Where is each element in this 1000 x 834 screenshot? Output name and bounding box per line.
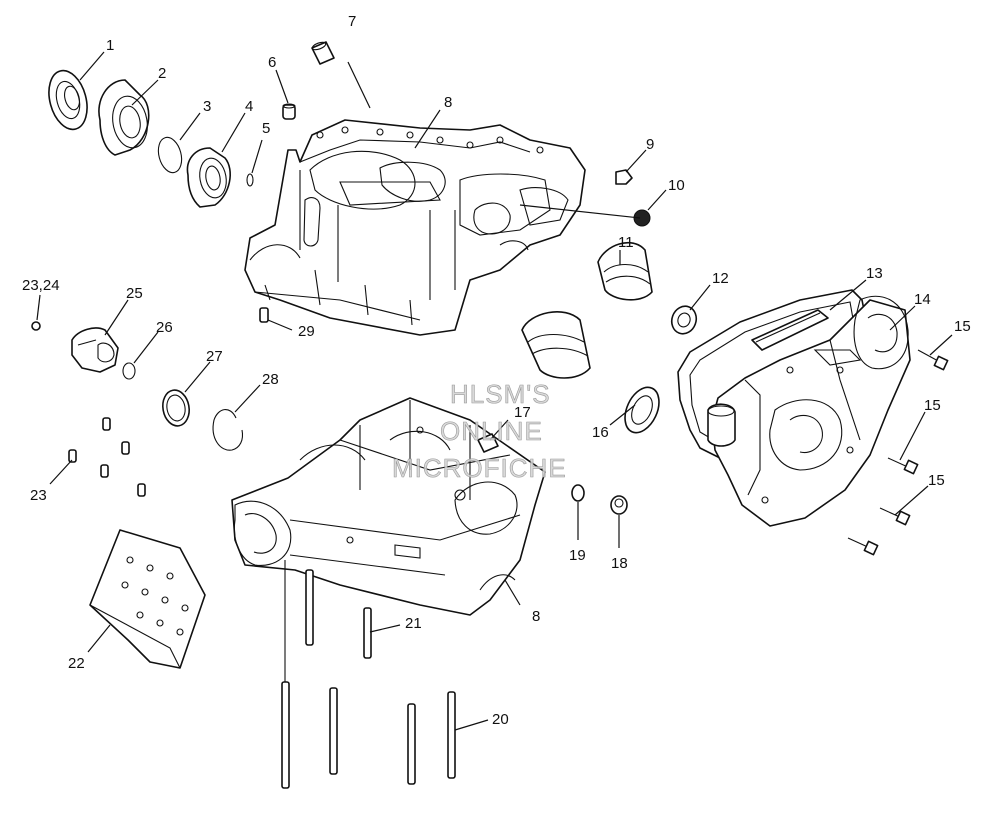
upper-crankcase-part — [244, 119, 586, 336]
callout-labels: 1 2 3 4 5 6 7 8 9 10 11 12 13 14 15 15 1… — [22, 13, 971, 728]
callout-13: 13 — [866, 265, 883, 282]
circlip-part — [212, 409, 244, 451]
callout-23: 23 — [30, 487, 47, 504]
lower-crankcase-part — [231, 397, 546, 616]
case-bolts-part — [281, 560, 456, 789]
watermark-line-3: MICROFICHE — [392, 453, 567, 483]
watermark: HLSM'S ONLINE MICROFICHE — [392, 379, 567, 484]
drain-plug-part — [610, 495, 628, 515]
callout-26: 26 — [156, 319, 173, 336]
callout-5: 5 — [262, 120, 270, 137]
callout-19: 19 — [569, 547, 586, 564]
callout-21: 21 — [405, 615, 422, 632]
o-ring-part-26 — [122, 362, 136, 380]
callout-25: 25 — [126, 285, 143, 302]
callout-1: 1 — [106, 37, 114, 54]
cover-bolts-part — [847, 349, 949, 556]
washer-part — [670, 305, 698, 335]
nut-part — [615, 169, 633, 185]
small-screws-part — [68, 417, 146, 497]
dowel-pin-part — [282, 103, 296, 120]
stator-cover-part — [707, 295, 911, 527]
callout-17: 17 — [514, 404, 531, 421]
snap-ring-part — [157, 136, 183, 174]
callout-15-c: 15 — [928, 472, 945, 489]
o-ring-part — [246, 173, 254, 187]
callout-22: 22 — [68, 655, 85, 672]
leader-lines — [36, 51, 953, 731]
callout-28: 28 — [262, 371, 279, 388]
main-bearing-part-11 — [597, 241, 653, 301]
dowel-pin-part-29 — [259, 307, 269, 323]
callout-27: 27 — [206, 348, 223, 365]
callout-15-a: 15 — [954, 318, 971, 335]
watermark-line-2: ONLINE — [440, 416, 543, 446]
callout-16: 16 — [592, 424, 609, 441]
callout-7: 7 — [348, 13, 356, 30]
callout-6: 6 — [268, 54, 276, 71]
callout-11: 11 — [618, 234, 634, 251]
callout-2: 2 — [158, 65, 166, 82]
skid-plate-part — [89, 529, 206, 669]
bearing-part-4 — [186, 147, 231, 208]
callout-9: 9 — [646, 136, 654, 153]
main-bearing-part-lower — [521, 311, 591, 379]
callout-3: 3 — [203, 98, 211, 115]
dowel-pin-part-7 — [311, 41, 335, 65]
callout-23-24: 23,24 — [22, 277, 60, 294]
callout-15-b: 15 — [924, 397, 941, 414]
callout-14: 14 — [914, 291, 931, 308]
screw-part-24 — [31, 321, 41, 331]
callout-18: 18 — [611, 555, 628, 572]
callout-10: 10 — [668, 177, 685, 194]
watermark-line-1: HLSM'S — [450, 379, 551, 409]
bearing-part — [98, 79, 150, 156]
fitting-part — [477, 433, 499, 453]
sealing-washer-part — [571, 484, 585, 502]
oil-seal-part — [48, 69, 88, 131]
axis-line — [519, 204, 641, 219]
callout-20: 20 — [492, 711, 509, 728]
breather-cap-part — [71, 327, 119, 373]
oil-seal-part-16 — [624, 386, 660, 434]
screen-plug-part — [633, 209, 651, 227]
callout-29: 29 — [298, 323, 315, 340]
plug-part-27 — [162, 389, 190, 427]
callout-8-lower: 8 — [532, 608, 540, 625]
callout-4: 4 — [245, 98, 253, 115]
callout-8-upper: 8 — [444, 94, 452, 111]
callout-12: 12 — [712, 270, 729, 287]
